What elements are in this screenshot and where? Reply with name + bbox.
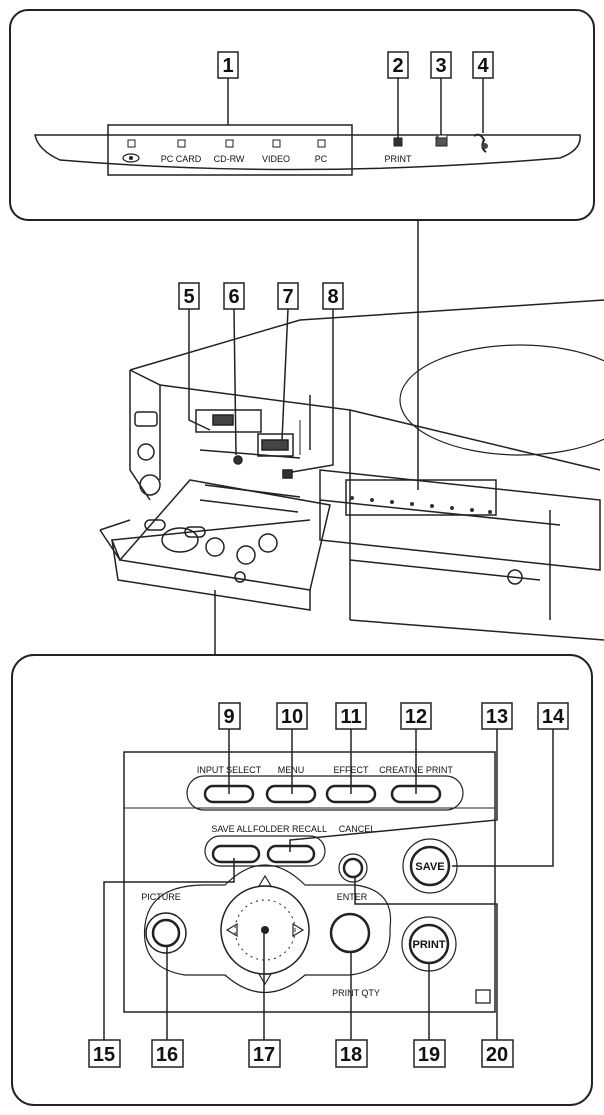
leader-13 (289, 729, 498, 852)
svg-text:10: 10 (281, 706, 303, 728)
top-panel-frame (9, 9, 595, 221)
indicator-lamps (127, 137, 403, 148)
leader-7 (281, 308, 289, 441)
lamp-print (393, 137, 403, 147)
lamp-pc-card (177, 139, 186, 148)
folder-recall-button[interactable] (266, 844, 316, 864)
svg-text:14: 14 (542, 706, 565, 728)
callout-2: 2 (387, 51, 409, 79)
svg-text:5: 5 (183, 286, 194, 308)
label-folder-recall: FOLDER RECALL (253, 824, 327, 834)
leader-20 (354, 878, 498, 1040)
indicator-label-cd-rw: CD-RW (214, 154, 245, 164)
enter-button[interactable] (329, 912, 371, 954)
callout-16: 16 (151, 1039, 184, 1068)
svg-text:15: 15 (93, 1044, 115, 1066)
callout-11: 11 (335, 702, 367, 730)
indicator-label-pc: PC (315, 154, 328, 164)
svg-text:12: 12 (405, 706, 427, 728)
front-strip (34, 134, 581, 171)
svg-text:4: 4 (477, 55, 489, 77)
lamp-pc (317, 139, 326, 148)
indicator-label-pc-card: PC CARD (161, 154, 202, 164)
svg-text:17: 17 (253, 1044, 275, 1066)
menu-button[interactable] (265, 784, 317, 804)
save-button-label: SAVE (415, 861, 444, 873)
callout-5: 5 (178, 282, 200, 310)
square-indicator (475, 989, 491, 1004)
svg-text:2: 2 (392, 55, 403, 77)
paper-icon (435, 134, 448, 147)
svg-text:20: 20 (486, 1044, 508, 1066)
svg-text:9: 9 (223, 706, 234, 728)
indicator-label-video: VIDEO (262, 154, 290, 164)
lamp-1 (127, 139, 136, 148)
callout-19: 19 (413, 1039, 446, 1068)
control-panel-plate (123, 751, 496, 1013)
svg-text:11: 11 (340, 706, 361, 728)
eye-icon (122, 153, 140, 163)
arrow-left-icon[interactable] (225, 922, 238, 938)
callout-15: 15 (88, 1039, 121, 1068)
cancel-bezel (338, 853, 368, 883)
svg-text:13: 13 (486, 706, 508, 728)
callout-17: 17 (248, 1039, 281, 1068)
svg-text:18: 18 (340, 1044, 362, 1066)
callout-1: 1 (217, 51, 239, 79)
label-cancel: CANCEL (339, 824, 376, 834)
callout-13: 13 (481, 702, 513, 730)
leader-8 (291, 309, 334, 473)
callout-20: 20 (481, 1039, 514, 1068)
svg-text:1: 1 (222, 55, 233, 77)
lamp-cd-rw (225, 139, 234, 148)
callout-4: 4 (472, 51, 494, 79)
label-picture: PICTURE (141, 892, 181, 902)
svg-text:3: 3 (435, 55, 446, 77)
callout-8: 8 (322, 282, 344, 310)
top-row-bezel (186, 775, 464, 811)
leader-15 (103, 858, 235, 1040)
indicator-label-print: PRINT (385, 154, 413, 164)
callout-9: 9 (218, 702, 241, 730)
leader-14 (452, 729, 554, 867)
save-button[interactable] (409, 845, 451, 887)
callout-12: 12 (400, 702, 432, 730)
arrow-down-icon[interactable] (257, 973, 273, 986)
label-save-all: SAVE ALL (211, 824, 252, 834)
cancel-button[interactable] (342, 857, 364, 879)
bottom-panel-frame (11, 654, 593, 1106)
fold-down-panel (99, 479, 331, 611)
label-print-qty: PRINT QTY (332, 988, 380, 998)
label-enter: ENTER (337, 892, 368, 902)
leader-6 (233, 308, 237, 456)
arrow-up-icon[interactable] (257, 874, 273, 887)
lamp-video (272, 139, 281, 148)
ribbon-icon (473, 133, 488, 153)
joystick-center[interactable] (261, 926, 269, 934)
indicator-group-frame (107, 124, 353, 176)
printer-lamps (350, 496, 492, 514)
callout-14: 14 (537, 702, 569, 730)
callout-7: 7 (277, 282, 299, 310)
svg-text:19: 19 (418, 1044, 440, 1066)
picture-button[interactable] (151, 918, 181, 948)
svg-text:7: 7 (282, 286, 293, 308)
callout-6: 6 (223, 282, 245, 310)
svg-text:6: 6 (228, 286, 239, 308)
second-row-bezel (204, 835, 326, 867)
svg-text:8: 8 (327, 286, 338, 308)
svg-text:16: 16 (156, 1044, 178, 1066)
leader-5 (188, 309, 211, 431)
control-cluster-bezel (143, 864, 392, 994)
callout-3: 3 (430, 51, 452, 79)
save-all-button[interactable] (211, 844, 261, 864)
print-button-label: PRINT (413, 939, 446, 951)
arrow-right-icon[interactable] (292, 922, 305, 938)
printer-body (129, 299, 604, 641)
label-menu: MENU (278, 765, 305, 775)
callout-18: 18 (335, 1039, 368, 1068)
callout-10: 10 (276, 702, 308, 730)
